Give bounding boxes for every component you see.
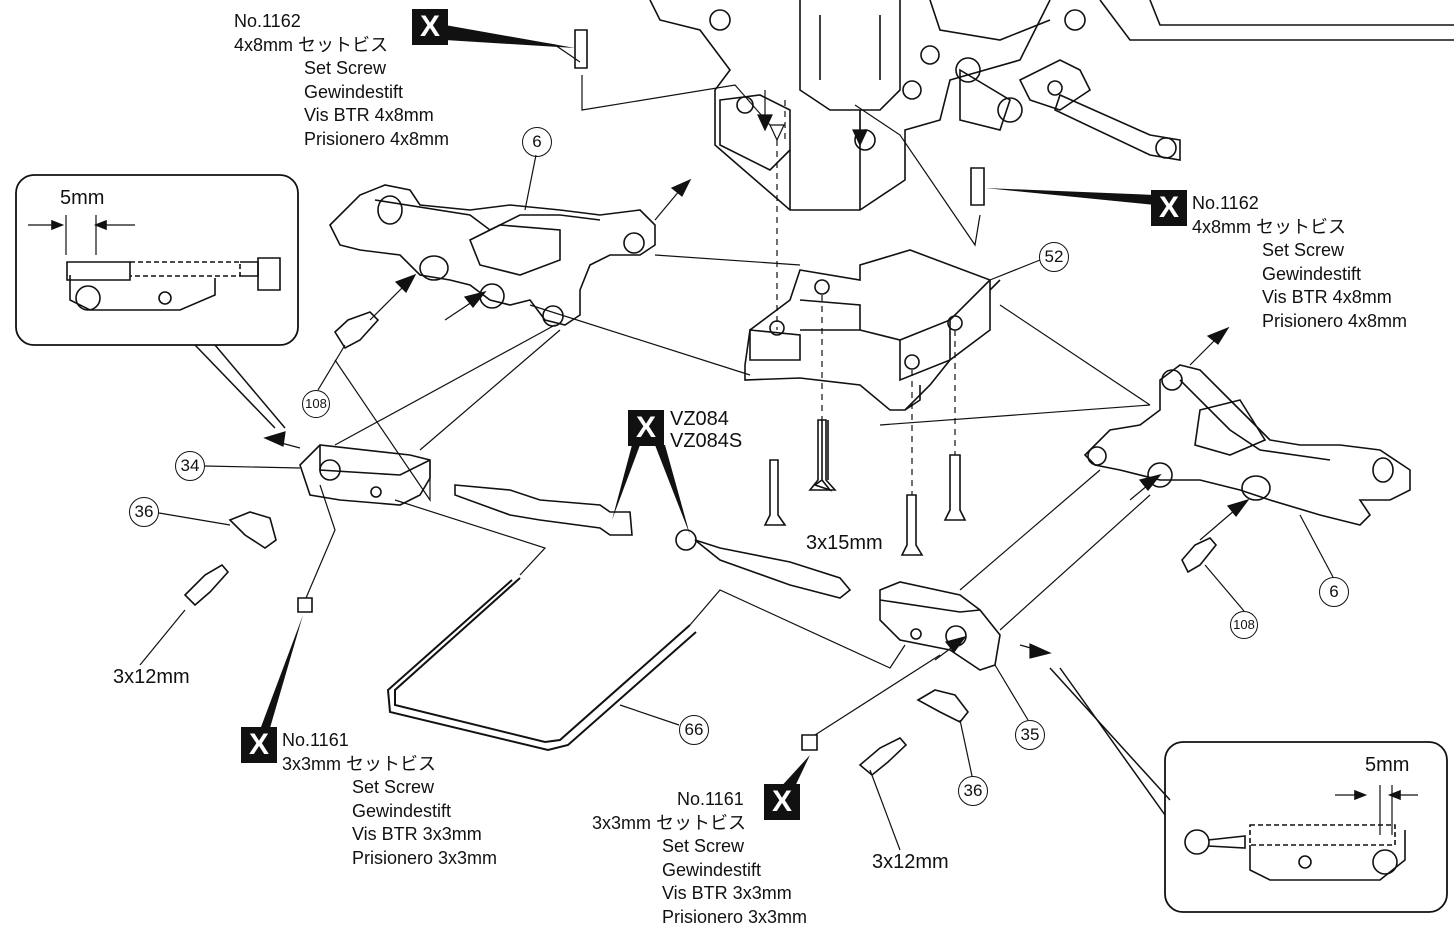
part-no: No.1162 bbox=[1192, 193, 1259, 213]
size-ja: 3x3mm セットビス bbox=[592, 812, 747, 833]
part-number-36-right: 36 bbox=[958, 776, 988, 806]
name-de: Gewindestift bbox=[304, 81, 404, 102]
bulkhead-52 bbox=[744, 249, 1001, 411]
name-es: Prisionero 3x3mm bbox=[352, 847, 498, 868]
part-number-6-left: 6 bbox=[522, 127, 552, 157]
name-fr: Vis BTR 3x3mm bbox=[352, 824, 482, 844]
part-number-66: 66 bbox=[679, 715, 709, 745]
right-arm-6 bbox=[1083, 364, 1411, 526]
dim-3x15: 3x15mm bbox=[806, 532, 883, 554]
name-fr: Vis BTR 4x8mm bbox=[1262, 287, 1392, 307]
block-34 bbox=[299, 444, 431, 506]
part-number-34: 34 bbox=[175, 451, 205, 481]
part-number-35: 35 bbox=[1015, 720, 1045, 750]
x-mark-left: X bbox=[241, 727, 277, 763]
part-no: No.1161 bbox=[282, 730, 349, 750]
detail-box-left bbox=[15, 174, 299, 346]
part-no: No.1161 bbox=[677, 789, 744, 809]
name-de: Gewindestift bbox=[662, 859, 762, 880]
x-mark-bottom: X bbox=[764, 784, 800, 820]
dim-3x12-right: 3x12mm bbox=[872, 851, 949, 873]
part-number-36-left: 36 bbox=[129, 497, 159, 527]
name-es: Prisionero 3x3mm bbox=[662, 906, 808, 927]
gearbox-housing bbox=[649, 0, 1454, 211]
left-arm-6 bbox=[329, 184, 656, 327]
tool-code-label: VZ084 VZ084S bbox=[670, 408, 742, 452]
size-ja: 3x3mm セットビス bbox=[282, 753, 437, 774]
name-es: Prisionero 4x8mm bbox=[304, 128, 450, 149]
set-screw-3x3-left-label: No.1161 3x3mm セットビス Set Screw Gewindesti… bbox=[282, 729, 497, 870]
screws bbox=[183, 29, 1218, 777]
name-en: Set Screw bbox=[1262, 240, 1345, 260]
tool-code-1: VZ084 bbox=[670, 408, 729, 430]
set-screw-4x8-top-label: No.1162 4x8mm セットビス Set Screw Gewindesti… bbox=[234, 10, 449, 151]
set-screw-3x3-bottom-label: No.1161 3x3mm セットビス Set Screw Gewindesti… bbox=[592, 788, 807, 929]
detail-callout-lines bbox=[194, 344, 1171, 816]
tool-left bbox=[454, 484, 633, 536]
sway-bar-66 bbox=[386, 577, 697, 752]
part-no: No.1162 bbox=[234, 11, 301, 31]
tool-code-2: VZ084S bbox=[670, 430, 743, 452]
name-en: Set Screw bbox=[662, 836, 745, 856]
name-de: Gewindestift bbox=[1262, 263, 1362, 284]
name-en: Set Screw bbox=[304, 58, 387, 78]
part-number-108-left: 108 bbox=[302, 390, 330, 418]
part-number-52: 52 bbox=[1039, 242, 1069, 272]
dim-3x12-left: 3x12mm bbox=[113, 666, 190, 688]
set-screw-4x8-right-label: No.1162 4x8mm セットビス Set Screw Gewindesti… bbox=[1192, 192, 1407, 333]
x-pointers bbox=[258, 25, 1155, 797]
tool-right bbox=[675, 529, 852, 599]
dim-detail-left: 5mm bbox=[60, 187, 105, 209]
part-number-108-right: 108 bbox=[1230, 611, 1258, 639]
name-de: Gewindestift bbox=[352, 800, 452, 821]
name-en: Set Screw bbox=[352, 777, 435, 797]
x-mark-tool: X bbox=[628, 410, 664, 446]
name-fr: Vis BTR 4x8mm bbox=[304, 105, 434, 125]
name-fr: Vis BTR 3x3mm bbox=[662, 883, 792, 903]
assembly-lines bbox=[305, 75, 1151, 736]
detail-box-right bbox=[1164, 741, 1448, 913]
size-ja: 4x8mm セットビス bbox=[234, 34, 389, 55]
dim-detail-right: 5mm bbox=[1365, 754, 1410, 776]
part-number-6-right: 6 bbox=[1319, 577, 1349, 607]
size-ja: 4x8mm セットビス bbox=[1192, 216, 1347, 237]
x-mark-right: X bbox=[1151, 190, 1187, 226]
name-es: Prisionero 4x8mm bbox=[1262, 310, 1408, 331]
dashed-guides bbox=[776, 100, 956, 495]
x-mark-top: X bbox=[412, 9, 448, 45]
